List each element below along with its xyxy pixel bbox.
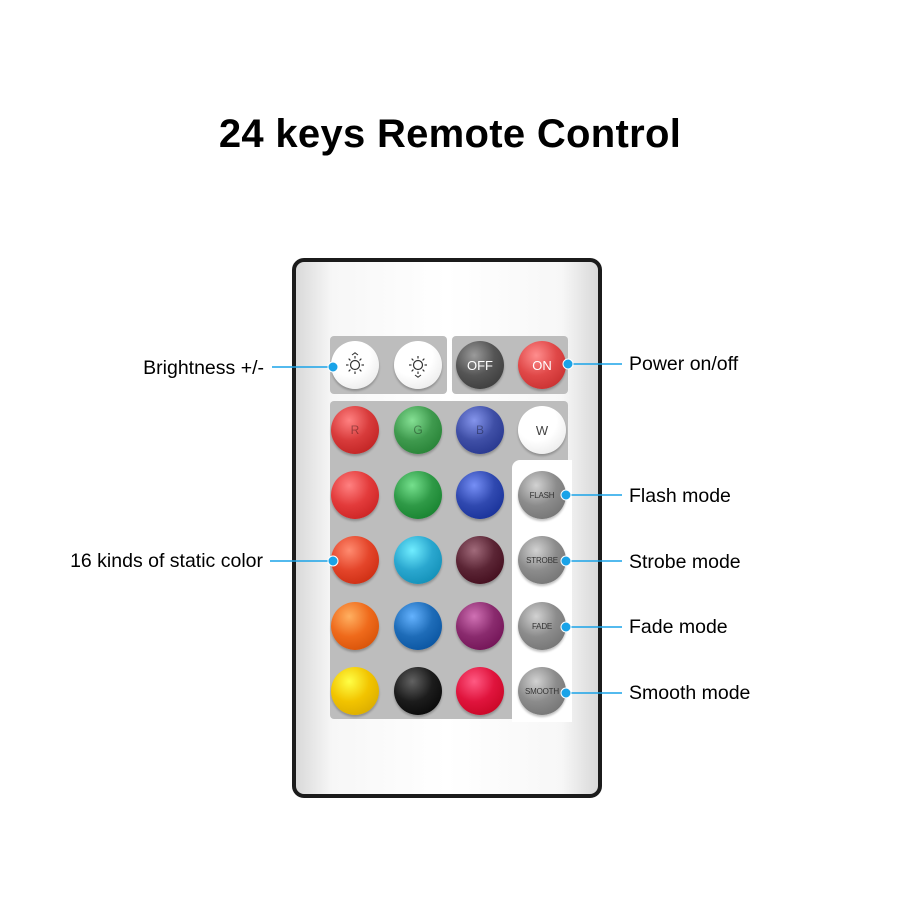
fade-key-label: FADE [531, 621, 553, 631]
off-key-label: OFF [467, 357, 493, 373]
callout-dot-smooth [560, 687, 572, 699]
fade-button[interactable]: FADE [518, 602, 566, 650]
callout-dot-static-color [327, 555, 339, 567]
green-key-label: G [413, 423, 423, 437]
white-key-label: W [535, 422, 549, 438]
callout-static-color-label: 16 kinds of static color [70, 550, 263, 572]
color-12-button[interactable] [456, 667, 504, 715]
callout-power-label: Power on/off [629, 353, 739, 375]
color-4-button[interactable] [331, 536, 379, 584]
color-2-button[interactable] [394, 471, 442, 519]
color-10-button[interactable] [331, 667, 379, 715]
callout-smooth-label: Smooth mode [629, 682, 751, 704]
on-button[interactable]: ON [518, 341, 566, 389]
page-title: 24 keys Remote Control [218, 112, 682, 156]
brightness-down-icon [409, 356, 427, 378]
callout-brightness-label: Brightness +/- [143, 357, 264, 379]
color-5-button[interactable] [394, 536, 442, 584]
color-1-button[interactable] [331, 471, 379, 519]
color-11-button[interactable] [394, 667, 442, 715]
blue-key-label: B [475, 423, 484, 437]
color-8-button[interactable] [394, 602, 442, 650]
green-button[interactable]: G [394, 406, 442, 454]
brightness-down-button[interactable] [394, 341, 442, 389]
callout-dot-flash [560, 489, 572, 501]
callout-dot-fade [560, 621, 572, 633]
callout-fade-label: Fade mode [629, 616, 728, 638]
strobe-button[interactable]: STROBE [518, 536, 566, 584]
smooth-key-label: SMOOTH [525, 686, 559, 696]
callout-strobe-label: Strobe mode [629, 551, 741, 573]
off-button[interactable]: OFF [456, 341, 504, 389]
callout-flash-label: Flash mode [629, 485, 731, 507]
flash-key-label: FLASH [529, 490, 555, 500]
callout-dot-power [562, 358, 574, 370]
flash-button[interactable]: FLASH [518, 471, 566, 519]
red-key-label: R [350, 423, 360, 437]
callout-dot-brightness [327, 361, 339, 373]
on-key-label: ON [532, 357, 552, 373]
red-button[interactable]: R [331, 406, 379, 454]
brightness-up-icon [346, 352, 364, 374]
color-6-button[interactable] [456, 536, 504, 584]
white-button[interactable]: W [518, 406, 566, 454]
smooth-button[interactable]: SMOOTH [518, 667, 566, 715]
callout-dot-strobe [560, 555, 572, 567]
color-9-button[interactable] [456, 602, 504, 650]
color-3-button[interactable] [456, 471, 504, 519]
blue-button[interactable]: B [456, 406, 504, 454]
strobe-key-label: STROBE [526, 555, 558, 565]
color-7-button[interactable] [331, 602, 379, 650]
brightness-up-button[interactable] [331, 341, 379, 389]
